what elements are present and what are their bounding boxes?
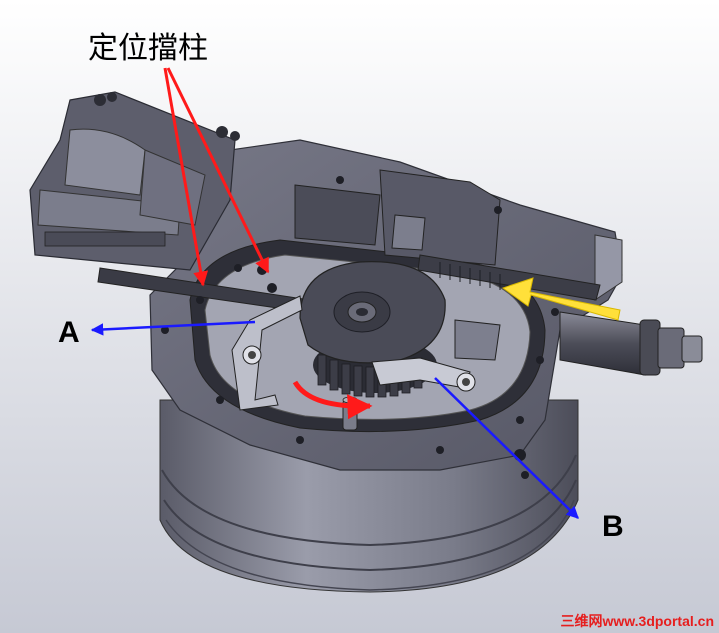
- actuator-shaft: [559, 311, 703, 376]
- pawl-a: [231, 295, 303, 411]
- label-a: A: [58, 316, 80, 349]
- stopper-callout: [163, 67, 270, 287]
- rear-blocks: [294, 169, 601, 301]
- label-b: B: [602, 510, 624, 543]
- rotation-arrow: [292, 380, 373, 420]
- pawl-b: [371, 319, 501, 392]
- callout-arrow-a: [90, 320, 256, 336]
- watermark: 三维网www.3dportal.cn: [561, 613, 715, 629]
- callout-arrow-b: [434, 377, 579, 519]
- push-arrow: [501, 277, 621, 321]
- stopper-label: 定位擋柱: [88, 31, 208, 66]
- locating-pins: [342, 396, 358, 431]
